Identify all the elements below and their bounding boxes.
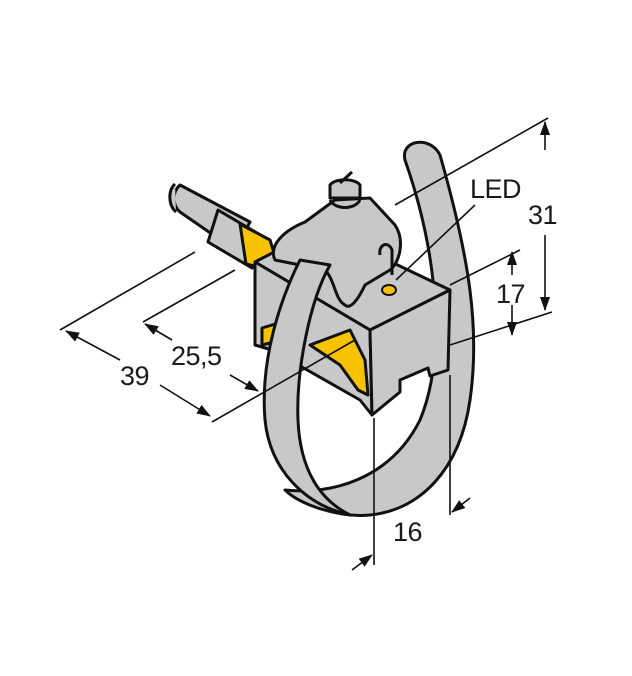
dimension-16: 16 [393, 517, 423, 547]
dimension-25-5: 25,5 [171, 341, 222, 371]
dimension-17: 17 [496, 279, 526, 309]
led-indicator [381, 284, 397, 296]
strap-front [262, 258, 352, 517]
dimension-lines [59, 117, 553, 571]
sensor-head [271, 170, 402, 308]
led-label: LED [470, 174, 522, 204]
strap-back [283, 140, 476, 517]
dimension-31: 31 [528, 200, 558, 230]
dimension-39: 39 [120, 361, 150, 391]
